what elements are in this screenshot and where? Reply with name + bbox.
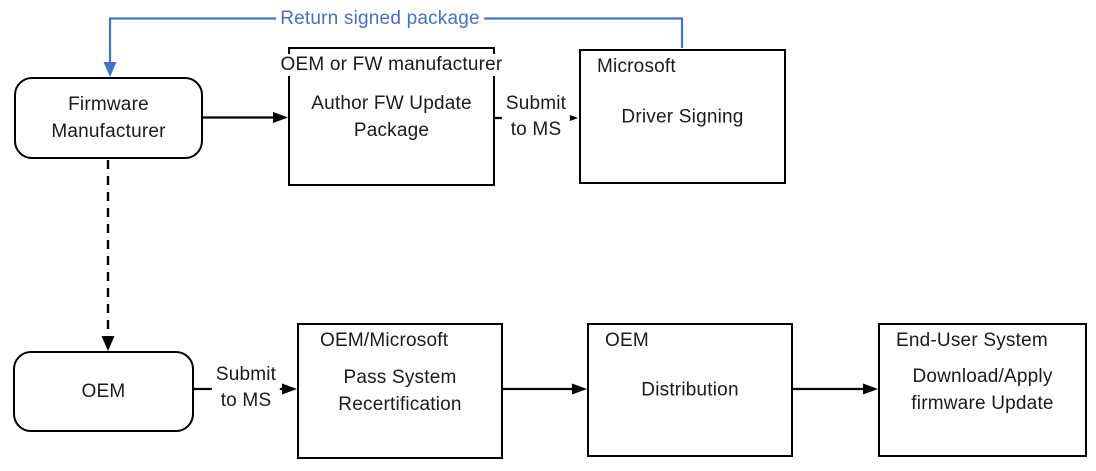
arrowhead-right-icon (863, 383, 878, 395)
label-line: to MS (220, 390, 272, 411)
node-author-fw-update-package: OEM or FW manufacturer Author FW Update … (278, 47, 505, 186)
node-body-line: Recertification (338, 394, 462, 415)
label-line: to MS (510, 119, 562, 140)
arrowhead-down-blue-icon (103, 62, 117, 77)
node-body-line: Author FW Update (311, 92, 472, 114)
node-label-line: OEM (81, 381, 126, 402)
node-end-user-system: End-User System Download/Apply firmware … (878, 323, 1087, 457)
submit-to-ms-label-bottom: Submit to MS (211, 362, 281, 414)
node-title: OEM/Microsoft (318, 330, 451, 352)
node-body: Author FW Update Package (311, 90, 472, 144)
node-title: OEM (603, 330, 651, 352)
arrowhead-right-icon (282, 383, 297, 395)
node-body: Distribution (641, 379, 739, 401)
arrowhead-right-icon (572, 383, 587, 395)
arrowhead-down-icon (101, 336, 115, 351)
node-body: Driver Signing (621, 106, 744, 127)
node-body-line: firmware Update (911, 393, 1054, 414)
node-label-line: Firmware (68, 94, 149, 115)
node-distribution: OEM Distribution (587, 323, 793, 457)
node-pass-system-recertification: OEM/Microsoft Pass System Recertificatio… (297, 323, 503, 459)
node-firmware-manufacturer: Firmware Manufacturer (14, 77, 203, 159)
arrowhead-right-icon (273, 112, 288, 123)
node-microsoft-driver-signing: Microsoft Driver Signing (579, 49, 786, 184)
node-label-line: Manufacturer (51, 121, 166, 142)
node-title: Microsoft (595, 56, 678, 78)
submit-to-ms-label-top: Submit to MS (501, 91, 571, 143)
node-body: Pass System Recertification (338, 364, 461, 418)
node-body-line: Pass System (343, 367, 457, 388)
node-title: End-User System (894, 330, 1050, 352)
node-oem: OEM (13, 351, 194, 432)
label-line: Submit (505, 93, 567, 114)
node-body-line: Download/Apply (912, 366, 1053, 387)
label-line: Submit (215, 364, 277, 385)
return-signed-package-label: Return signed package (276, 6, 484, 32)
node-body: Download/Apply firmware Update (911, 363, 1053, 417)
node-title: OEM or FW manufacturer (278, 54, 505, 76)
node-body-line: Package (353, 119, 430, 141)
